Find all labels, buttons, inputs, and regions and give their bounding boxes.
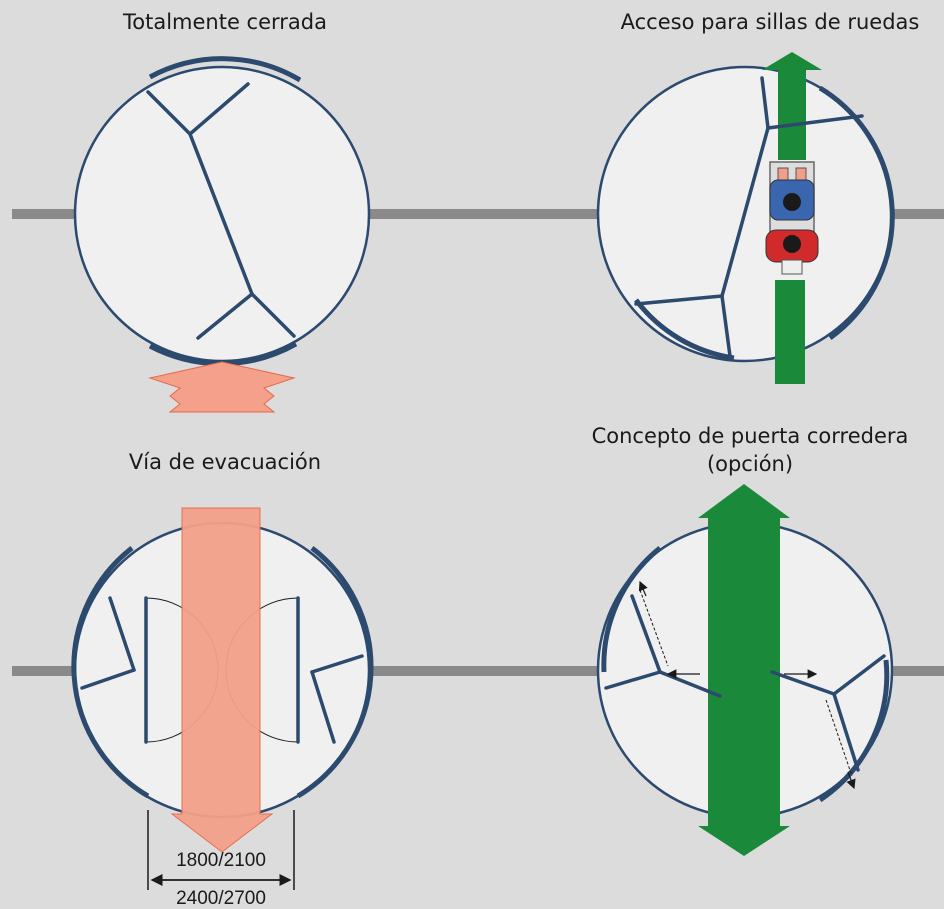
- sliding-access-arrow-icon: [698, 484, 790, 856]
- wall-right-4: [888, 666, 944, 676]
- door-wings: [634, 76, 864, 358]
- wall-left-3: [12, 666, 76, 676]
- door-wings: [80, 596, 364, 744]
- panel-title-escape: Vía de evacuación: [128, 450, 322, 474]
- wall-right-2: [888, 209, 944, 219]
- rail-top: [148, 56, 302, 83]
- wall-right-3: [368, 666, 598, 676]
- panel-escape: 1800/2100 2400/2700: [12, 507, 598, 909]
- panel-closed: [12, 56, 598, 413]
- access-arrow-tail: [775, 280, 805, 384]
- rail-right: [296, 546, 374, 799]
- rail-left: [634, 298, 735, 361]
- panel-wheelchair: [596, 52, 944, 384]
- panel-title-sliding-line1: Concepto de puerta corredera: [591, 424, 909, 448]
- escape-arrow-down-icon: [170, 507, 274, 853]
- wheelchair-user-icon: [765, 161, 819, 275]
- panel-sliding: [596, 484, 944, 856]
- panel-title-closed: Totalmente cerrada: [123, 10, 327, 34]
- dimension-inner: 1800/2100: [176, 850, 266, 871]
- access-arrow-up-icon: [762, 52, 822, 160]
- dimension-outer: 2400/2700: [176, 888, 266, 909]
- rail-left: [71, 546, 150, 799]
- rail-left: [601, 546, 662, 673]
- closed-arrow-icon: [148, 361, 296, 413]
- slide-direction-arrows: [638, 580, 856, 790]
- door-wings: [146, 82, 296, 340]
- rail-right: [818, 85, 895, 341]
- rail-right: [818, 659, 890, 803]
- panel-title-sliding-line2: (opción): [706, 452, 794, 476]
- wall-right: [368, 209, 598, 219]
- panel-title-wheelchair: Acceso para sillas de ruedas: [620, 10, 920, 34]
- dimension-lines: [147, 810, 295, 890]
- wall-left: [12, 209, 76, 219]
- sliding-guides: [639, 589, 853, 777]
